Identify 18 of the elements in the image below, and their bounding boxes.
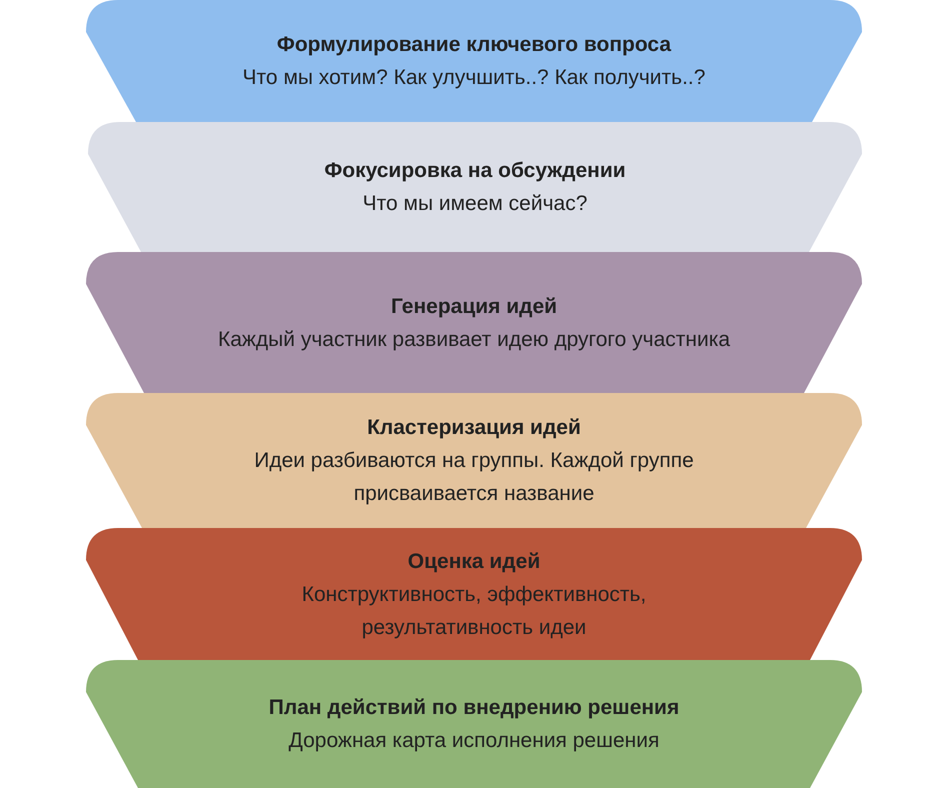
- band-description: Идеи разбиваются на группы. Каждой группе присваивается название: [253, 448, 695, 507]
- band-description: Что мы хотим? Как улучшить..? Как получить..?: [242, 65, 706, 91]
- funnel-band: [86, 0, 862, 122]
- band-heading: Фокусировка на обсуждении: [324, 158, 626, 184]
- funnel-band: [88, 122, 862, 252]
- band-description: Конструктивность, эффективность, результативность идеи: [300, 582, 648, 640]
- funnel-band: [86, 393, 862, 528]
- band-heading: Формулирование ключевого вопроса: [276, 32, 672, 58]
- funnel-band: [86, 528, 862, 660]
- band-heading: Оценка идей: [408, 548, 540, 574]
- band-heading: Кластеризация идей: [367, 415, 581, 441]
- band-description: Каждый участник развивает идею другого участника: [218, 326, 730, 352]
- funnel-band: [86, 660, 862, 788]
- band-description: Дорожная карта исполнения решения: [288, 728, 660, 754]
- funnel-band: [86, 252, 862, 393]
- band-heading: План действий по внедрению решения: [268, 695, 680, 721]
- band-description: Что мы имеем сейчас?: [362, 191, 588, 217]
- band-heading: Генерация идей: [390, 294, 558, 320]
